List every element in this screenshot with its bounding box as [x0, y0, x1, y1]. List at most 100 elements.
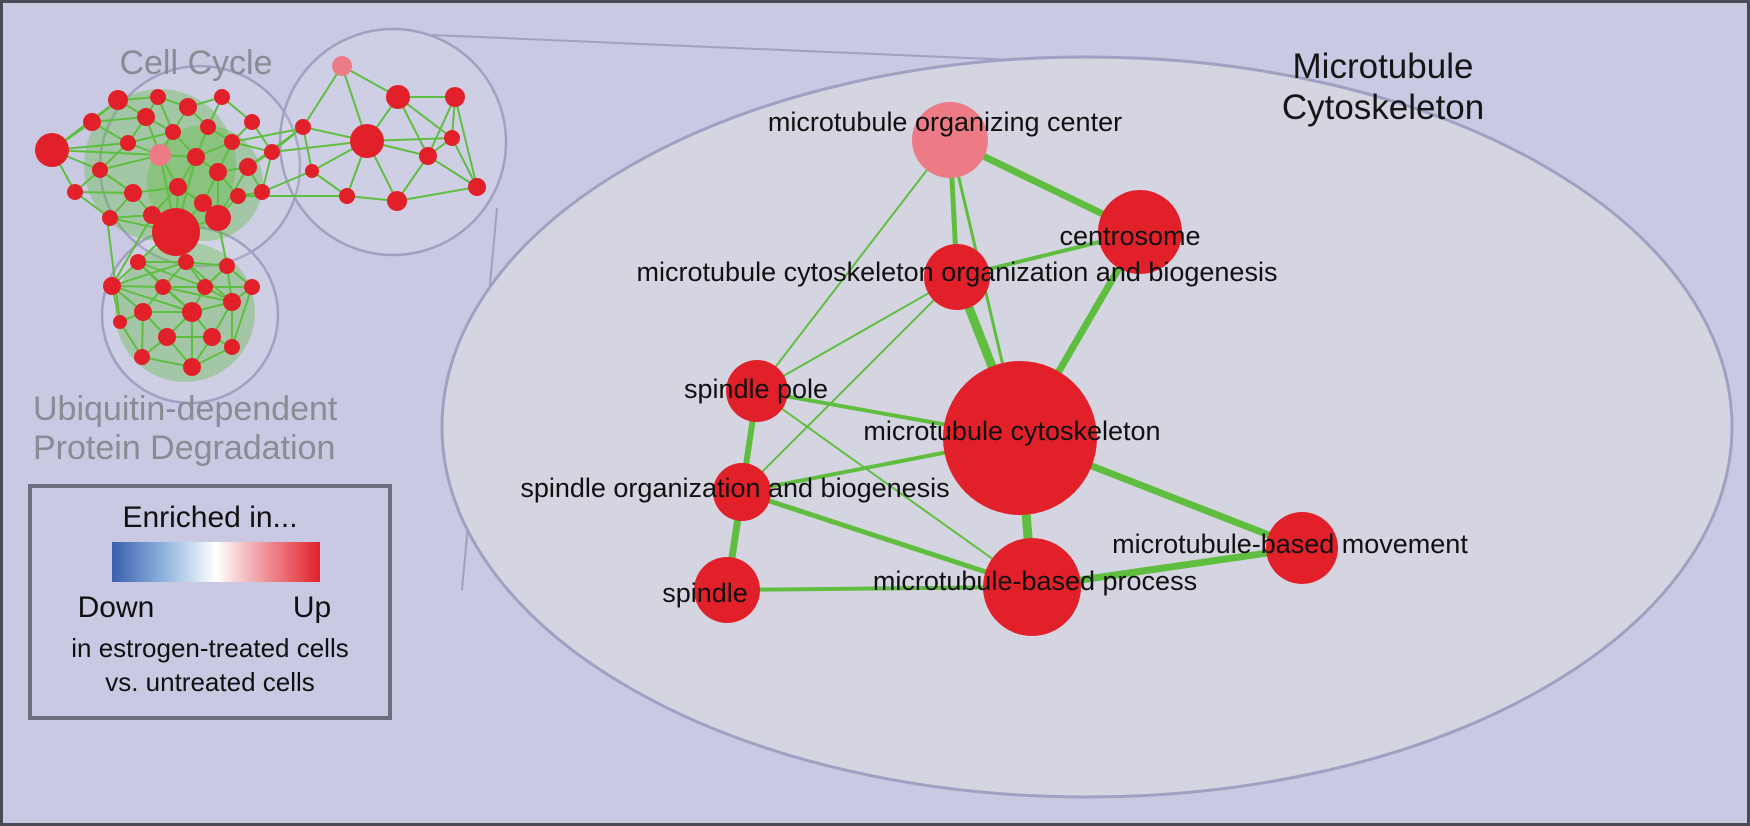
microtubule-mini-node[interactable] — [445, 87, 465, 107]
cell-cycle-node[interactable] — [102, 210, 118, 226]
microtubule-mini-node[interactable] — [339, 188, 355, 204]
microtubule-mini-edge — [427, 155, 478, 188]
ubiquitin-node[interactable] — [203, 328, 221, 346]
cell-cycle-node[interactable] — [152, 208, 200, 256]
cell-cycle-node[interactable] — [209, 163, 227, 181]
inter-cluster-edge — [111, 215, 153, 287]
cell-cycle-node[interactable] — [124, 184, 142, 202]
microtubule-mini-edge — [302, 65, 343, 128]
microtubule-mini-node[interactable] — [386, 85, 410, 109]
cell-cycle-node[interactable] — [200, 119, 216, 135]
microtubule-mini-node[interactable] — [305, 164, 319, 178]
node-mc[interactable] — [943, 361, 1097, 515]
legend-subtitle-line1: in estrogen-treated cells — [71, 633, 348, 663]
ubiquitin-cluster-label-line2: Protein Degradation — [33, 429, 335, 467]
cell-cycle-node[interactable] — [264, 144, 280, 160]
node-label-mbm: microtubule-based movement — [1112, 529, 1468, 559]
legend-up-label: Up — [293, 591, 331, 624]
ubiquitin-node[interactable] — [182, 302, 202, 322]
ubiquitin-node[interactable] — [134, 303, 152, 321]
ubiquitin-node[interactable] — [134, 349, 150, 365]
microtubule-mini-node[interactable] — [468, 178, 486, 196]
cell-cycle-node[interactable] — [83, 113, 101, 131]
inter-cluster-edge — [231, 127, 306, 143]
cell-cycle-edge — [74, 191, 134, 194]
ubiquitin-edge — [111, 285, 193, 313]
cell-cycle-node[interactable] — [165, 124, 181, 140]
node-mbm[interactable] — [1266, 512, 1338, 584]
cell-cycle-node[interactable] — [254, 184, 270, 200]
node-label-sob: spindle organization and biogenesis — [520, 473, 949, 503]
node-label-centrosome: centrosome — [1059, 221, 1200, 251]
ubiquitin-node[interactable] — [219, 258, 235, 274]
microtubule-mini-node[interactable] — [332, 56, 352, 76]
microtubule-mini-edge — [451, 137, 478, 188]
cell-cycle-node[interactable] — [224, 134, 240, 150]
cell-cycle-node[interactable] — [239, 158, 257, 176]
ubiquitin-node[interactable] — [113, 315, 127, 329]
ubiquitin-edge — [231, 286, 253, 348]
ubiquitin-node[interactable] — [197, 279, 213, 295]
node-mcob[interactable] — [924, 244, 990, 310]
ubiquitin-node[interactable] — [224, 339, 240, 355]
cell-cycle-node[interactable] — [169, 178, 187, 196]
cell-cycle-node[interactable] — [67, 184, 83, 200]
cell-cycle-node[interactable] — [92, 162, 108, 178]
microtubule-mini-node[interactable] — [387, 191, 407, 211]
cell-cycle-node[interactable] — [187, 148, 205, 166]
node-label-spole: spindle pole — [684, 374, 828, 404]
microtubule-mini-node[interactable] — [295, 119, 311, 135]
cell-cycle-node[interactable] — [214, 89, 230, 105]
edge-mcob-sob — [741, 276, 958, 493]
ubiquitin-node[interactable] — [183, 358, 201, 376]
edge-mcob-spole — [756, 276, 958, 392]
node-centrosome[interactable] — [1098, 190, 1182, 274]
zoom-callout-line — [431, 34, 1016, 61]
microtubule-title-line2: Cytoskeleton — [1282, 88, 1484, 127]
cell-cycle-edge — [91, 116, 147, 123]
edge-spole-mbp — [756, 390, 1033, 588]
node-label-mc: microtubule cytoskeleton — [863, 416, 1160, 446]
node-label-mcob: microtubule cytoskeleton organization an… — [637, 257, 1278, 287]
microtubule-mini-edge — [396, 186, 478, 202]
cell-cycle-node[interactable] — [244, 114, 260, 130]
ubiquitin-node[interactable] — [223, 293, 241, 311]
cell-cycle-node[interactable] — [205, 205, 231, 231]
ubiquitin-node[interactable] — [244, 279, 260, 295]
ubiquitin-node[interactable] — [155, 279, 171, 295]
cell-cycle-node[interactable] — [149, 144, 171, 166]
cell-cycle-node[interactable] — [35, 133, 69, 167]
cell-cycle-cluster-label: Cell Cycle — [119, 44, 272, 82]
cell-cycle-node[interactable] — [179, 98, 197, 116]
cell-cycle-node[interactable] — [230, 188, 246, 204]
cell-cycle-node[interactable] — [194, 194, 212, 212]
node-spole[interactable] — [726, 360, 788, 422]
microtubule-mini-node[interactable] — [419, 147, 437, 165]
edge-spindle-mbp — [726, 585, 1033, 592]
node-mbp[interactable] — [983, 538, 1081, 636]
inter-cluster-edge — [106, 217, 121, 323]
legend: Enriched in... Down Up in estrogen-treat… — [28, 484, 392, 720]
microtubule-mini-node[interactable] — [444, 130, 460, 146]
legend-gradient-bar — [112, 542, 320, 582]
cell-cycle-node[interactable] — [137, 108, 155, 126]
node-spindle[interactable] — [694, 557, 760, 623]
cell-cycle-node[interactable] — [108, 90, 128, 110]
node-sob[interactable] — [713, 463, 771, 521]
legend-down-label: Down — [78, 591, 155, 624]
cell-cycle-edge — [51, 149, 161, 156]
node-moc[interactable] — [912, 102, 988, 178]
edge-moc-spole — [756, 139, 951, 392]
network-layer: microtubule organizing center centrosome m… — [35, 27, 1734, 799]
ubiquitin-node[interactable] — [103, 277, 121, 295]
ubiquitin-node[interactable] — [158, 328, 176, 346]
cell-cycle-node[interactable] — [120, 135, 136, 151]
microtubule-mini-node[interactable] — [350, 124, 384, 158]
node-label-moc: microtubule organizing center — [768, 107, 1122, 137]
ubiquitin-node[interactable] — [130, 254, 146, 270]
ubiquitin-node[interactable] — [178, 254, 194, 270]
cell-cycle-node[interactable] — [150, 89, 166, 105]
